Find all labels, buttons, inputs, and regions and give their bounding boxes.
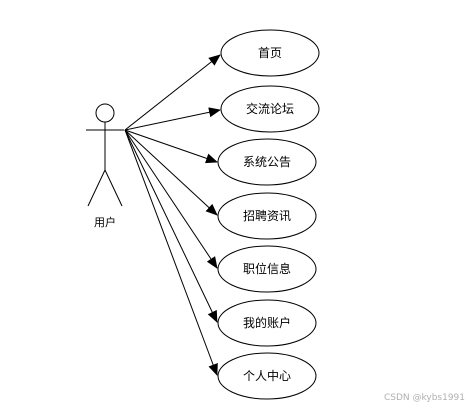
use-case-label: 职位信息 xyxy=(243,261,291,276)
association-arrows xyxy=(124,54,221,376)
use-case-ellipse xyxy=(217,245,317,293)
use-case-label: 首页 xyxy=(258,46,282,60)
use-case-label: 招聘资讯 xyxy=(243,209,291,223)
use-case-0: 首页 xyxy=(220,29,320,77)
use-case-ellipse xyxy=(217,192,317,240)
use-case-2: 系统公告 xyxy=(217,138,317,186)
actor-left-leg xyxy=(87,169,106,207)
use-case-3: 招聘资讯 xyxy=(217,192,317,240)
use-case-ellipse xyxy=(217,352,317,400)
use-case-label: 交流论坛 xyxy=(246,101,294,116)
actor-user: 用户 xyxy=(86,103,124,229)
actor-right-leg xyxy=(104,169,123,207)
watermark-text: CSDN @kybs1991 xyxy=(384,393,465,403)
association-arrow-5 xyxy=(124,129,218,323)
association-arrow-1 xyxy=(124,107,221,131)
use-case-ellipse xyxy=(217,138,317,186)
association-arrow-0 xyxy=(124,54,221,131)
actor-label: 用户 xyxy=(94,215,116,229)
use-case-6: 个人中心 xyxy=(217,352,317,400)
association-arrow-4 xyxy=(124,129,218,269)
use-case-4: 职位信息 xyxy=(217,245,317,293)
use-case-ellipse xyxy=(220,29,320,77)
use-case-ellipse xyxy=(220,85,320,133)
use-case-5: 我的账户 xyxy=(217,299,317,347)
association-arrow-3 xyxy=(124,129,218,216)
use-case-1: 交流论坛 xyxy=(220,85,320,133)
use-case-label: 系统公告 xyxy=(243,155,291,169)
use-case-label: 个人中心 xyxy=(243,368,291,383)
actor-head xyxy=(95,103,115,123)
use-case-label: 我的账户 xyxy=(243,315,291,330)
association-arrow-2 xyxy=(124,129,218,164)
association-arrow-6 xyxy=(124,129,218,376)
use-case-ellipse xyxy=(217,299,317,347)
